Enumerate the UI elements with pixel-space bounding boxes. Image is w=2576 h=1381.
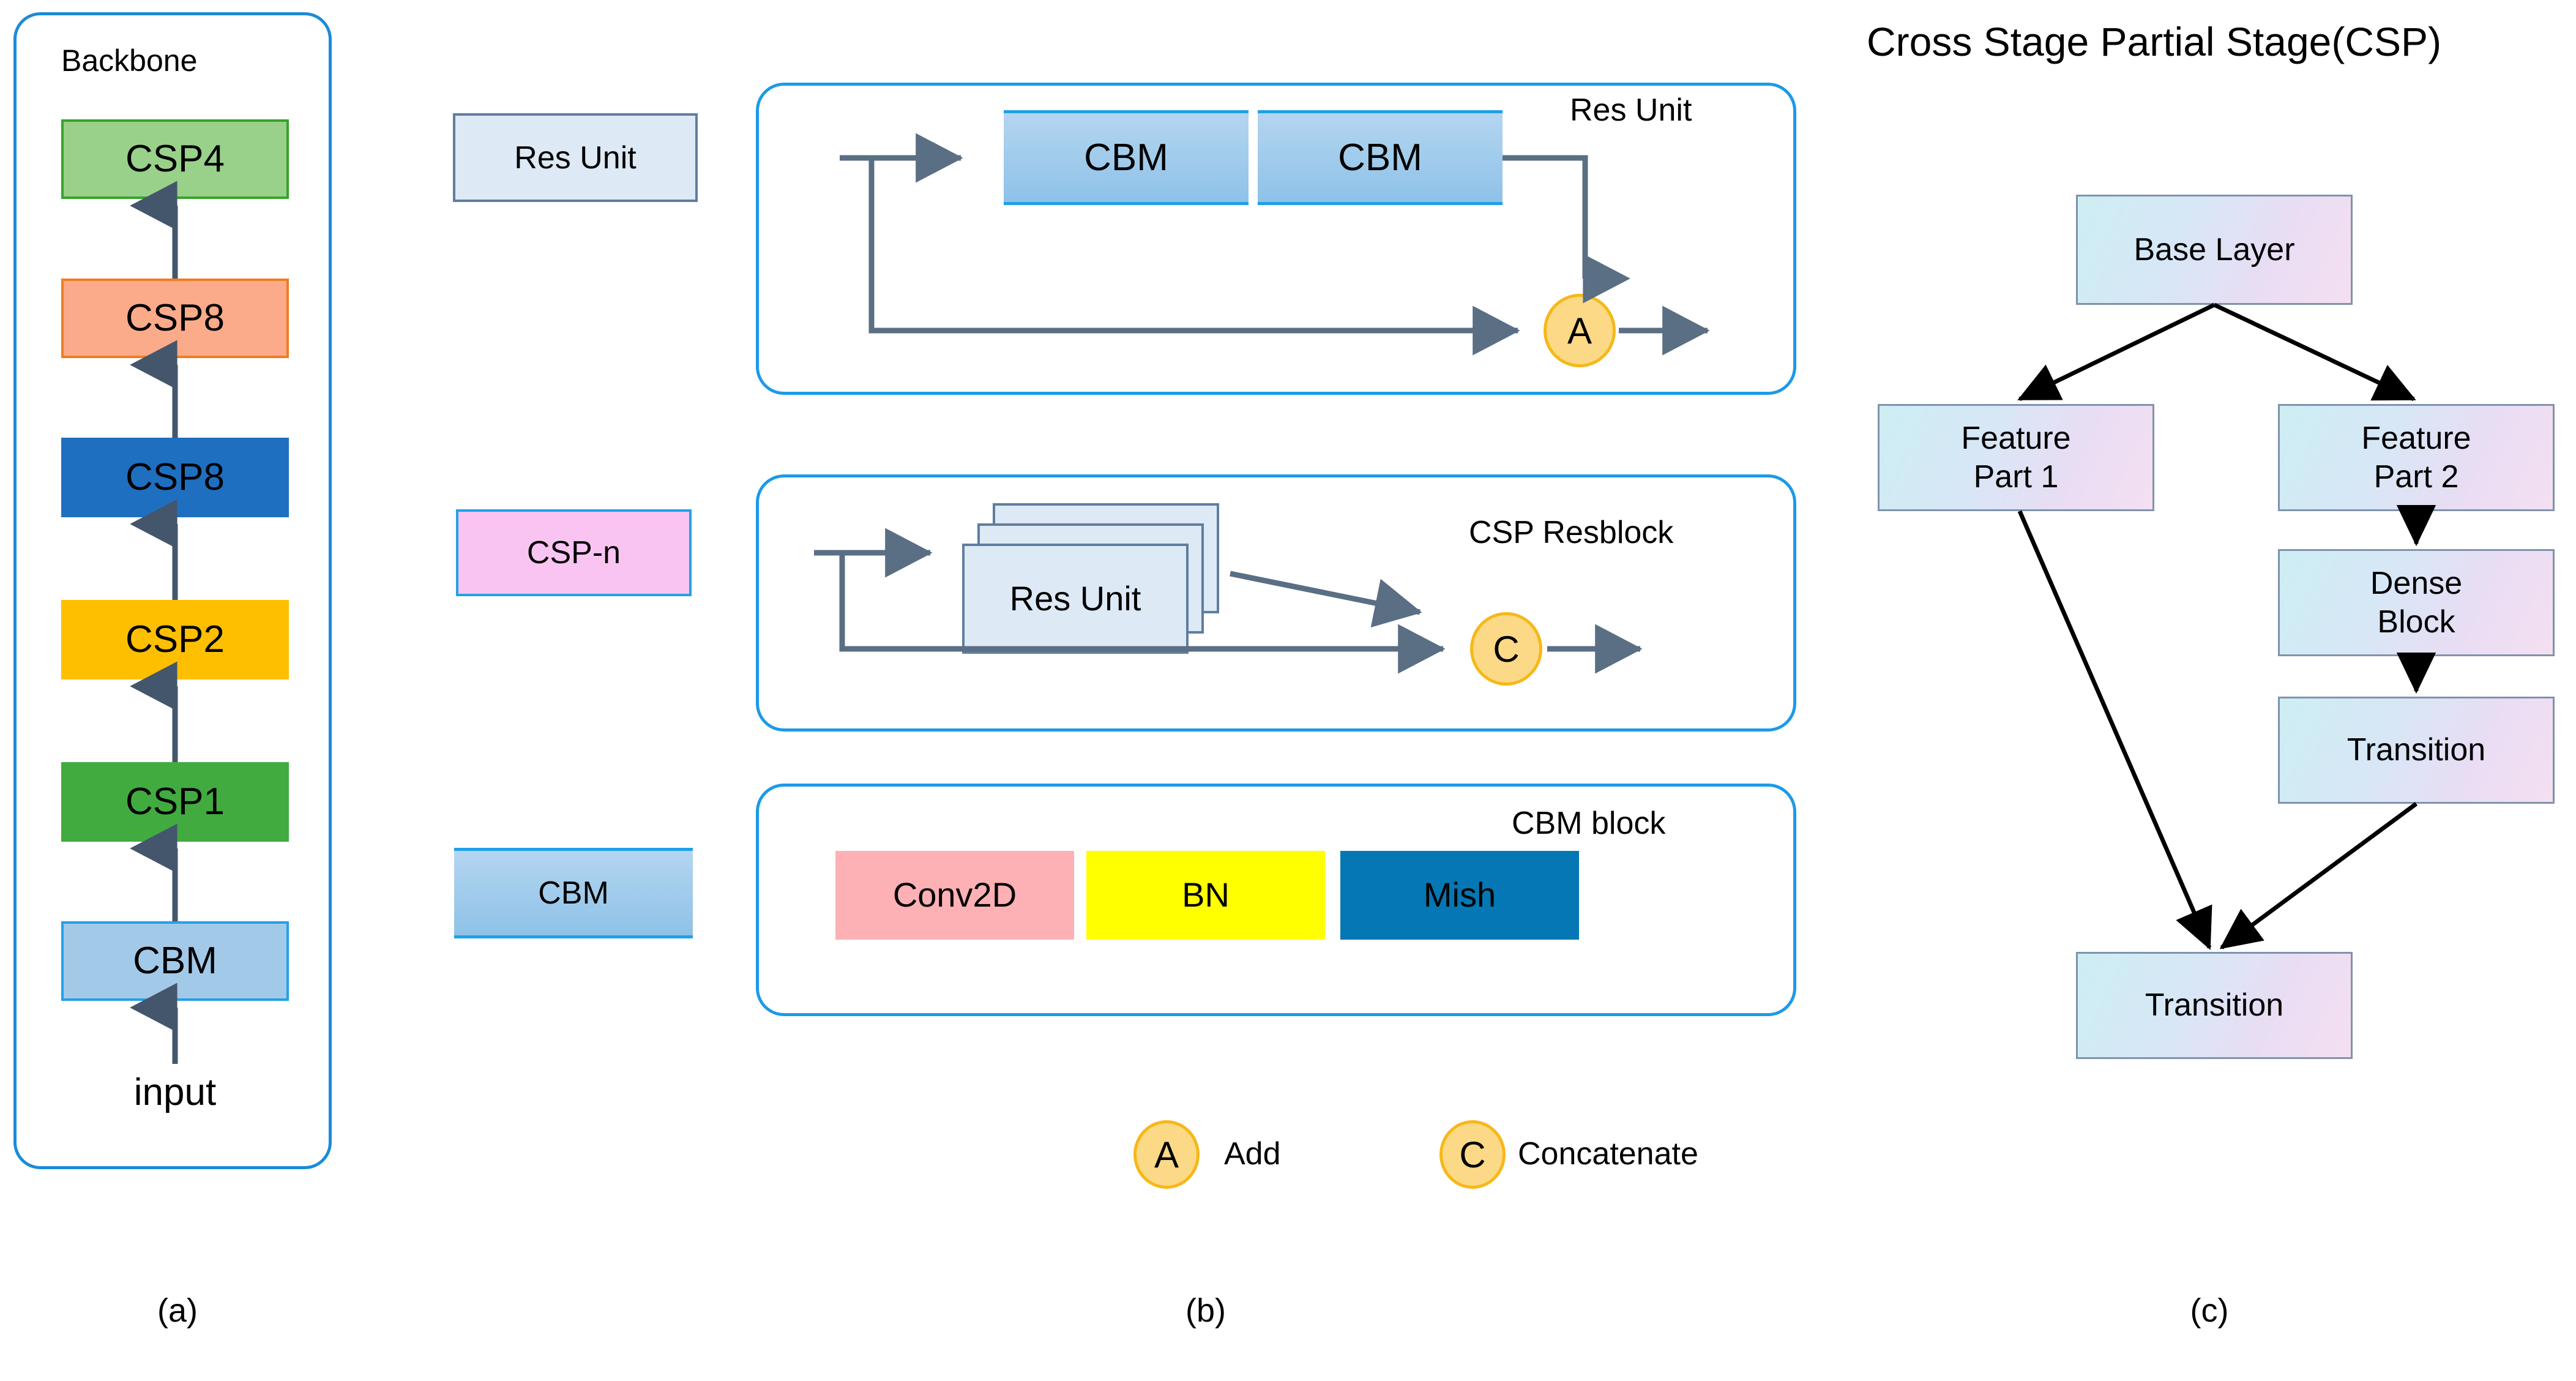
res-unit-cbm-2[interactable]: CBM [1258,110,1503,205]
csp-resblock-group-caption: CSP Resblock [1469,515,1674,550]
legend-concat-label: Concatenate [1518,1136,1698,1172]
backbone-block-csp8-a[interactable]: CSP8 [61,279,289,358]
res-unit-add-node[interactable]: A [1544,294,1616,367]
legend-add-icon: A [1133,1120,1200,1189]
cbm-block-conv2d[interactable]: Conv2D [835,851,1074,940]
legend-add-label: Add [1224,1136,1281,1172]
csp-node-feature-part-1[interactable]: Feature Part 1 [1878,404,2154,511]
csp-node-feature-part-2[interactable]: Feature Part 2 [2278,404,2555,511]
cbm-block-mish[interactable]: Mish [1340,851,1579,940]
figure-caption-a: (a) [157,1292,198,1329]
figure-caption-b: (b) [1185,1292,1226,1329]
csp-node-base-layer[interactable]: Base Layer [2076,195,2353,305]
backbone-block-cbm[interactable]: CBM [61,921,289,1001]
csp-node-transition-1[interactable]: Transition [2278,697,2555,804]
cbm-block-group-caption: CBM block [1512,806,1666,841]
backbone-block-csp8-b[interactable]: CSP8 [61,438,289,517]
csp-node-transition-2[interactable]: Transition [2076,952,2353,1059]
res-unit-chip-label: Res Unit [514,140,637,176]
backbone-input-label: input [133,1071,217,1114]
backbone-title: Backbone [61,43,198,78]
cbm-chip[interactable]: CBM [454,848,693,938]
backbone-block-csp4[interactable]: CSP4 [61,119,289,199]
cbm-chip-label: CBM [538,875,609,911]
csp-resblock-group [756,474,1796,732]
backbone-block-csp2[interactable]: CSP2 [61,600,289,679]
backbone-block-csp1[interactable]: CSP1 [61,762,289,842]
csp-node-dense-block[interactable]: Dense Block [2278,549,2555,656]
res-unit-group-caption: Res Unit [1570,92,1692,128]
csp-n-chip[interactable]: CSP-n [456,509,692,596]
csp-panel-title: Cross Stage Partial Stage(CSP) [1867,19,2442,64]
csp-resblock-concat-node[interactable]: C [1470,612,1542,686]
cbm-block-bn[interactable]: BN [1086,851,1325,940]
res-unit-cbm-1[interactable]: CBM [1004,110,1249,205]
csp-n-chip-label: CSP-n [526,535,621,571]
res-unit-stack-card-1[interactable]: Res Unit [962,544,1189,654]
legend-concat-icon: C [1439,1120,1506,1189]
figure-caption-c: (c) [2190,1292,2229,1329]
res-unit-chip[interactable]: Res Unit [453,113,698,202]
